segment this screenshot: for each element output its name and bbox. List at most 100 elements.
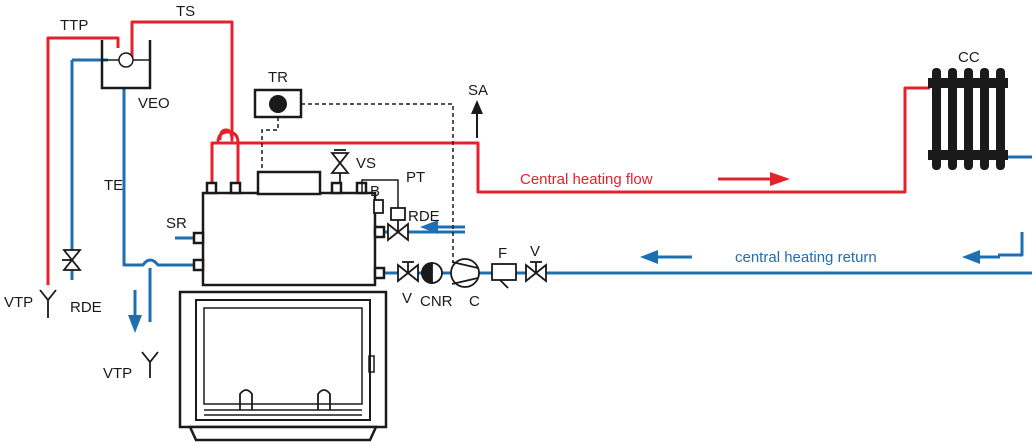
radiator-fin-2 — [948, 68, 957, 170]
stub-2 — [229, 181, 242, 195]
flow-pipes — [46, 20, 930, 285]
firebox-frame — [178, 290, 388, 429]
label-c: C — [469, 293, 480, 310]
label-ttp: TTP — [60, 17, 88, 34]
b-box — [373, 199, 384, 214]
v-right-valve-left — [525, 263, 538, 283]
radiator-fin-3 — [964, 68, 973, 170]
vtp-left-icon — [39, 289, 57, 318]
radiator-fin-5 — [996, 68, 1005, 170]
rde-boiler-valve-left — [387, 222, 400, 242]
labels: TTP TS VEO TE SR TR SA VS B PT RDE RDE V… — [4, 3, 980, 382]
wood-stove-icon — [178, 170, 388, 442]
caption-return: central heating return — [735, 249, 877, 266]
label-f: F — [498, 245, 507, 262]
flow-main — [236, 86, 930, 194]
boiler-body — [201, 191, 377, 287]
vs-valve-icon — [330, 149, 350, 183]
expansion-tank-icon — [100, 40, 152, 90]
rde-left-valve-top — [62, 249, 82, 262]
pt-box — [390, 207, 406, 221]
label-v-right: V — [530, 243, 540, 260]
stub-right-1 — [373, 225, 386, 239]
filter-body — [491, 263, 517, 281]
radiator-fin-1 — [932, 68, 941, 170]
label-te: TE — [104, 177, 123, 194]
pressure-controls — [361, 179, 406, 232]
flow-arrow-head — [770, 172, 790, 186]
vs-valve-top — [330, 152, 350, 165]
tank-float — [118, 52, 134, 68]
tank-body — [100, 40, 152, 90]
label-tr: TR — [268, 69, 288, 86]
v-left-valve-right — [406, 263, 419, 283]
ttp-pipe — [46, 36, 120, 285]
return-right-elbow — [998, 232, 1024, 257]
v-right-valve-icon — [525, 261, 547, 283]
return-arrow-1-head — [640, 250, 658, 264]
te-pipe — [122, 88, 196, 267]
vtp-bottom-funnel — [141, 351, 159, 378]
andiron-left — [239, 389, 253, 410]
rde-boiler-valve-icon — [387, 222, 409, 242]
tr-dial — [269, 95, 287, 113]
v-left-valve-icon — [397, 261, 419, 283]
return-arrows — [128, 220, 1000, 333]
filter-bar — [499, 279, 509, 289]
sa-arrow-head — [471, 100, 483, 114]
stub-right-2 — [373, 266, 386, 280]
ts-pipe — [130, 20, 234, 142]
stub-left-1 — [192, 231, 205, 245]
gate-valve-icon — [62, 249, 82, 271]
label-veo: VEO — [138, 95, 170, 112]
return-pipes — [70, 58, 1032, 322]
vtp-bottom-icon — [141, 351, 159, 378]
stove-flow-outlet — [210, 130, 240, 183]
andiron-right — [317, 389, 331, 410]
v-left-valve-left — [397, 263, 410, 283]
label-vs: VS — [356, 155, 376, 172]
thermostat-icon — [253, 88, 454, 262]
vs-valve-bottom — [330, 161, 350, 174]
label-cc: CC — [958, 49, 980, 66]
cold-in-arrow-head — [420, 220, 438, 234]
flow-arrows — [718, 172, 790, 186]
stub-left-2 — [192, 258, 205, 272]
rde-boiler-valve-right — [396, 222, 409, 242]
tr-control-line — [301, 103, 454, 262]
stub-3 — [330, 181, 343, 195]
radiator-fin-4 — [980, 68, 989, 170]
label-rde-boiler: RDE — [408, 208, 440, 225]
filter-icon — [491, 263, 517, 289]
return-arrow-2-head — [962, 250, 980, 264]
check-valve-icon — [421, 262, 443, 284]
label-sa: SA — [468, 82, 488, 99]
label-vtp-left: VTP — [4, 294, 33, 311]
vtp-left-funnel — [39, 289, 57, 318]
rde-left-valve-bottom — [62, 258, 82, 271]
pt-line — [361, 179, 399, 208]
radiator-icon — [928, 68, 1008, 170]
label-rde-left: RDE — [70, 299, 102, 316]
cnr-fill — [421, 262, 433, 284]
tr-sensor-line — [261, 117, 279, 182]
stove-handle — [368, 355, 375, 373]
label-v-left: V — [402, 290, 412, 307]
stove-base — [188, 425, 378, 442]
label-b: B — [370, 183, 380, 200]
drain-arrow-head — [128, 315, 142, 333]
label-vtp-bottom: VTP — [103, 365, 132, 382]
label-cnr: CNR — [420, 293, 453, 310]
label-pt: PT — [406, 169, 425, 186]
circulation-pump-icon — [450, 258, 480, 288]
firebox-glass — [203, 307, 363, 405]
boiler-top-box — [256, 170, 322, 196]
pump-triangle — [451, 261, 479, 285]
v-right-valve-right — [534, 263, 547, 283]
caption-flow: Central heating flow — [520, 171, 653, 188]
sa-arrow — [471, 100, 483, 138]
stub-1 — [205, 181, 218, 195]
label-sr: SR — [166, 215, 187, 232]
label-ts: TS — [176, 3, 195, 20]
